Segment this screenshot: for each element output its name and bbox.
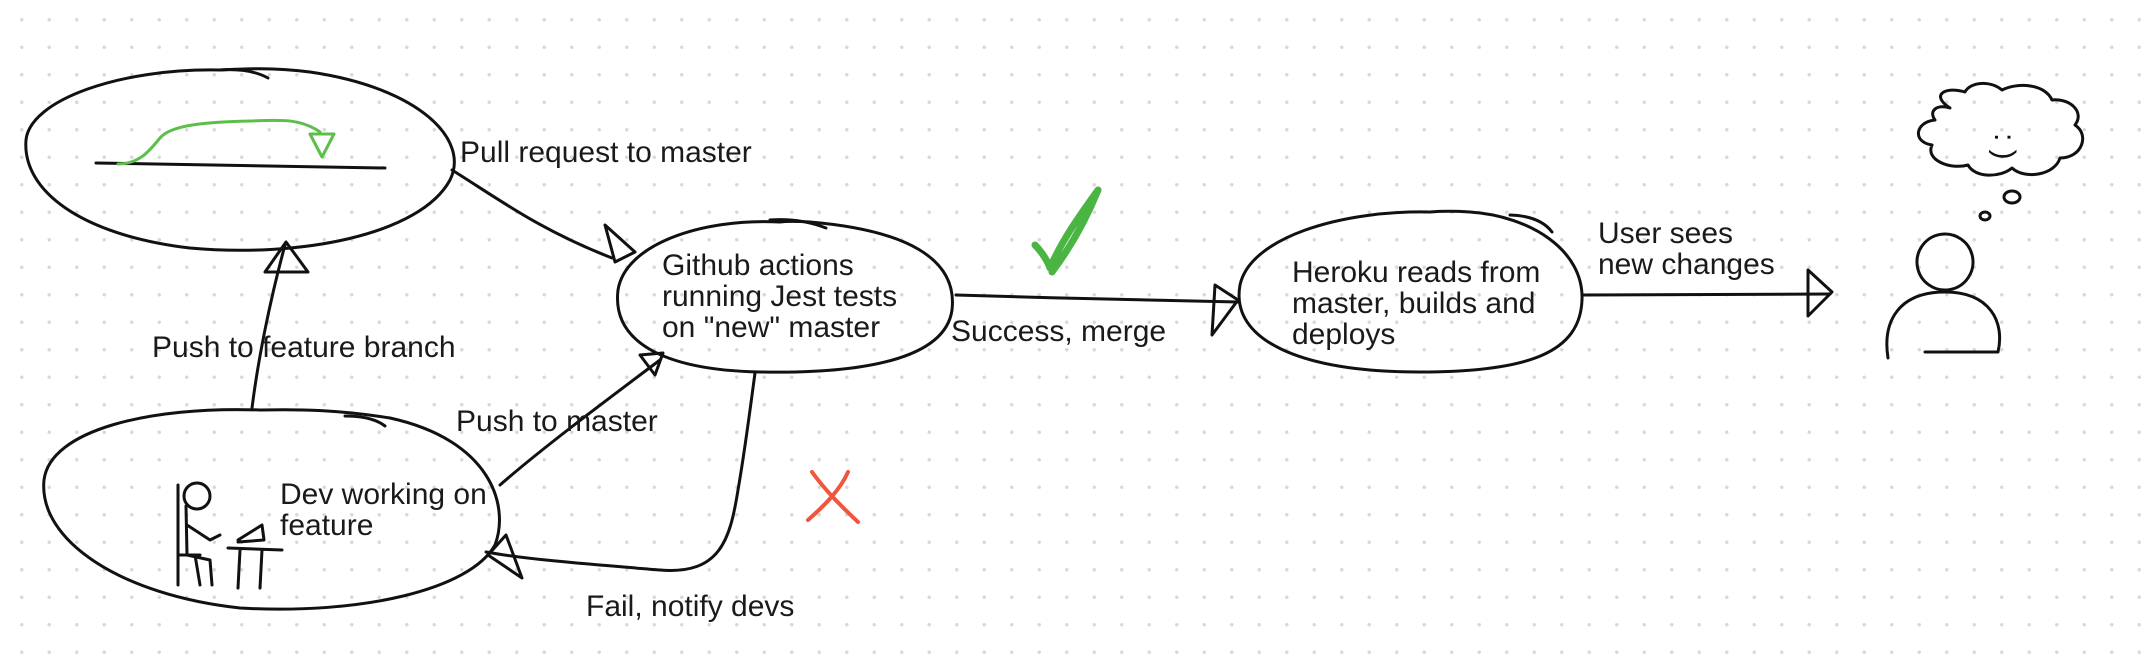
feature-branch-curve (116, 118, 322, 166)
pull-request-label: Pull request to master (460, 136, 752, 169)
github-actions-node[interactable] (616, 218, 954, 374)
main-branch-line (94, 161, 387, 170)
table (226, 546, 284, 590)
thought-smiley: : ) (1988, 133, 2021, 160)
git-branch-node[interactable] (24, 67, 456, 252)
thought-dot-large (2002, 189, 2022, 205)
dev-label: Dev working on feature (280, 478, 487, 542)
edge-push-feature (250, 240, 310, 410)
edge-user-sees (1582, 268, 1834, 318)
arrowhead (638, 351, 665, 377)
user-node: : ) (1885, 82, 2085, 360)
feature-branch-arrowhead (308, 132, 336, 159)
arrowhead (1806, 268, 1834, 318)
user-sees-label: User sees new changes (1598, 217, 1775, 281)
arrowhead (263, 240, 310, 274)
user-body (1885, 290, 2002, 360)
arrowhead (486, 533, 524, 580)
edge-fail (484, 371, 757, 580)
fail-label: Fail, notify devs (586, 590, 795, 623)
edge-pull-request (450, 168, 637, 264)
dev-node[interactable] (42, 408, 501, 611)
github-actions-label: Github actions running Jest tests on "ne… (662, 249, 898, 344)
heroku-label: Heroku reads from master, builds and dep… (1292, 256, 1541, 351)
edge-push-master (498, 351, 665, 487)
fail-cross-icon (806, 470, 860, 524)
push-master-label: Push to master (456, 405, 658, 438)
arrowhead (1210, 283, 1240, 337)
thought-bubble (1917, 82, 2085, 177)
person-head (182, 481, 212, 511)
arrowhead (603, 223, 637, 264)
success-check-icon (1031, 186, 1102, 276)
heroku-node[interactable] (1237, 209, 1584, 374)
thought-dot-small (1978, 210, 1992, 222)
success-label: Success, merge (951, 315, 1167, 348)
user-head (1915, 232, 1975, 292)
push-feature-label: Push to feature branch (152, 331, 456, 364)
edge-success (954, 283, 1240, 337)
laptop (236, 523, 266, 544)
